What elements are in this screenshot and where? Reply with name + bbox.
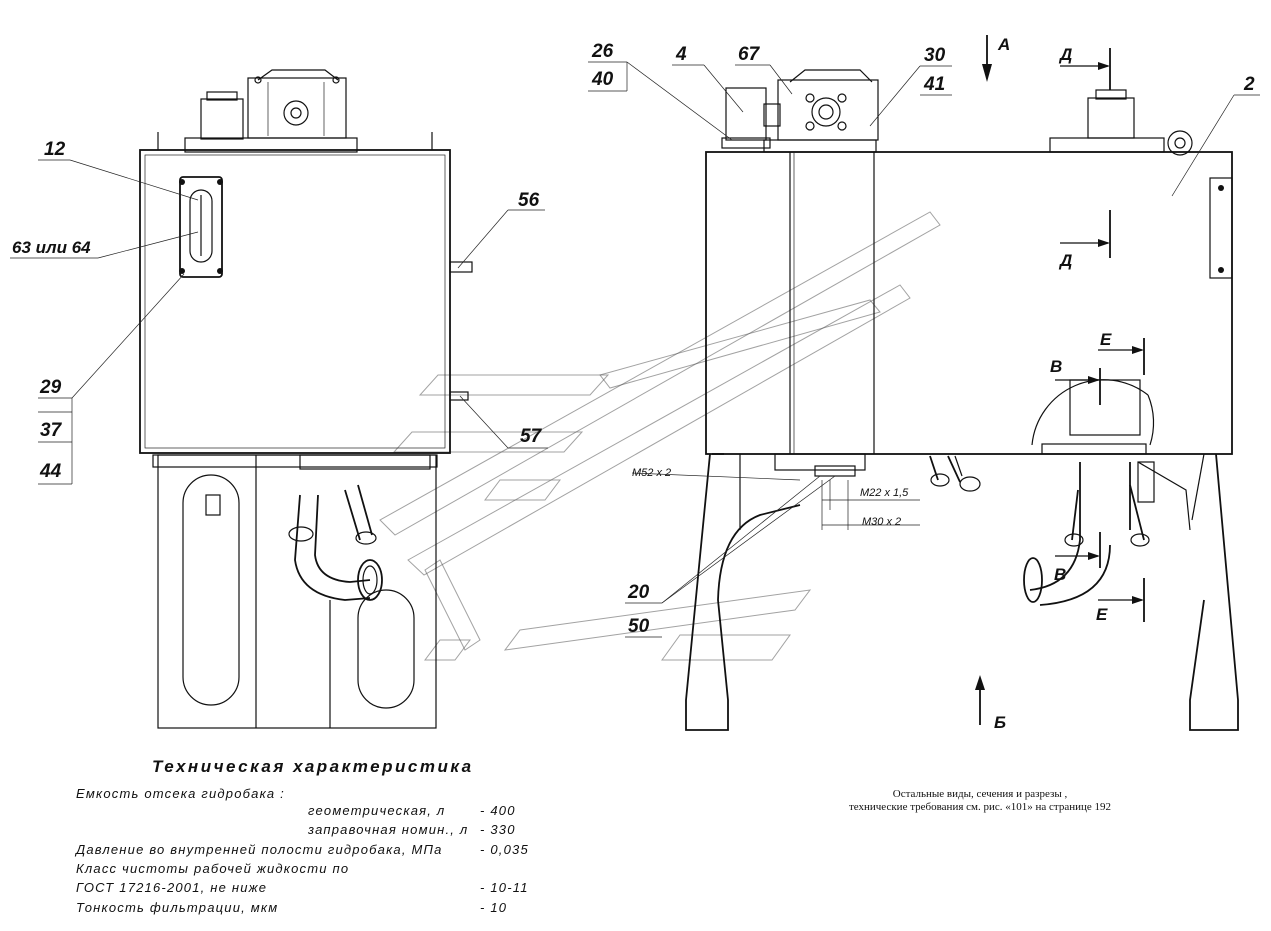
thread-m52: М52 х 2 bbox=[632, 467, 671, 479]
callout-30: 30 bbox=[924, 45, 946, 66]
spec-title: Техническая характеристика bbox=[152, 757, 474, 776]
section-d-bottom: Д bbox=[1058, 251, 1072, 270]
tank-body-right bbox=[705, 151, 1233, 455]
callout-26: 26 bbox=[591, 41, 614, 62]
callout-41: 41 bbox=[923, 74, 945, 95]
callout-63-64: 63 или 64 bbox=[12, 238, 91, 257]
base-left bbox=[152, 454, 438, 729]
drawing-note: Остальные виды, сечения и разрезы , техн… bbox=[760, 788, 1200, 814]
section-e-top: Е bbox=[1100, 330, 1112, 349]
callout-29: 29 bbox=[39, 377, 62, 398]
callout-40: 40 bbox=[591, 69, 614, 90]
left-view bbox=[10, 69, 548, 729]
sight-gauge bbox=[179, 176, 223, 278]
spec-row-filling: заправочная номин., л bbox=[308, 822, 469, 837]
thread-m30: М30 х 2 bbox=[862, 516, 901, 528]
section-v-bottom: В bbox=[1054, 565, 1066, 584]
pump-unit-left bbox=[157, 69, 433, 153]
spec-val-filling: - 330 bbox=[480, 822, 516, 837]
spec-row-geometric: геометрическая, л bbox=[308, 803, 446, 818]
callout-12: 12 bbox=[44, 139, 66, 160]
callout-50: 50 bbox=[628, 616, 650, 637]
callout-67: 67 bbox=[738, 44, 761, 65]
callout-2: 2 bbox=[1243, 74, 1255, 95]
spec-row-filtration: Тонкость фильтрации, мкм bbox=[76, 900, 279, 915]
section-v-top: В bbox=[1050, 357, 1062, 376]
callout-20: 20 bbox=[627, 582, 650, 603]
section-markers bbox=[975, 35, 1145, 725]
spec-row-pressure: Давление во внутренней полости гидробака… bbox=[76, 842, 443, 857]
callout-37: 37 bbox=[40, 420, 63, 441]
view-arrow-b: Б bbox=[994, 713, 1006, 732]
callout-57: 57 bbox=[520, 426, 543, 447]
section-e-bottom: Е bbox=[1096, 605, 1108, 624]
spec-val-geometric: - 400 bbox=[480, 803, 516, 818]
spec-row-gost: ГОСТ 17216-2001, не ниже bbox=[76, 880, 268, 895]
spec-val-gost: - 10-11 bbox=[480, 880, 529, 895]
note-line-1: Остальные виды, сечения и разрезы , bbox=[892, 788, 1068, 800]
right-view bbox=[588, 35, 1260, 731]
pump-unit-right bbox=[721, 69, 879, 153]
spec-row-capacity: Емкость отсека гидробака : bbox=[76, 786, 285, 801]
tank-body-left bbox=[139, 149, 451, 454]
thread-m22: М22 х 1,5 bbox=[860, 487, 909, 499]
view-arrow-a: А bbox=[997, 35, 1010, 54]
watermark-logo bbox=[379, 211, 941, 661]
spec-val-pressure: - 0,035 bbox=[480, 842, 529, 857]
callout-56: 56 bbox=[518, 190, 540, 211]
section-d-top: Д bbox=[1058, 45, 1072, 64]
callout-44: 44 bbox=[39, 461, 62, 482]
spec-row-purity: Класс чистоты рабочей жидкости по bbox=[76, 861, 350, 876]
legs-right bbox=[685, 453, 1239, 731]
spec-val-filtration: - 10 bbox=[480, 900, 508, 915]
callout-4: 4 bbox=[675, 44, 687, 65]
note-line-2: технические требования см. рис. «101» на… bbox=[848, 801, 1112, 813]
